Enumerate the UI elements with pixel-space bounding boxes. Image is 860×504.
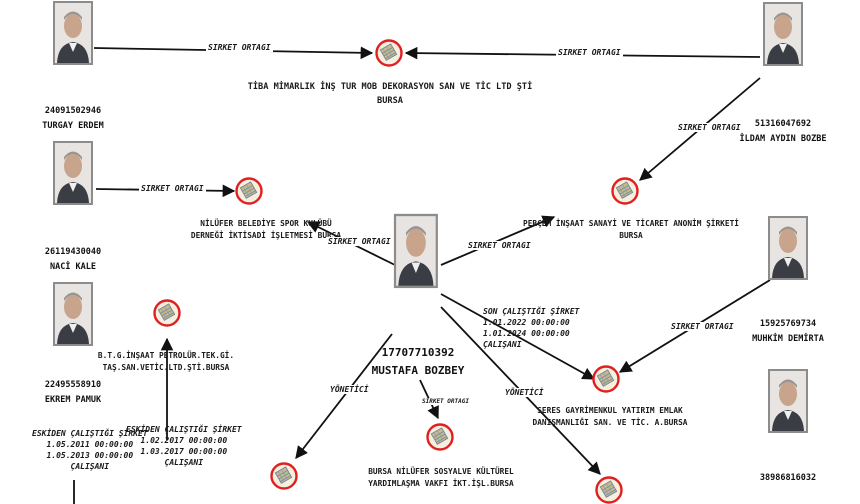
photo-muhkim[interactable] bbox=[768, 216, 808, 280]
company-icon-bottom-left[interactable] bbox=[270, 462, 298, 490]
edge-label-ildam-percem: SIRKET ORTAGI bbox=[676, 123, 743, 132]
edge-label-main-vakfi: SIRKET ORTAGI bbox=[420, 398, 471, 405]
person-id-naci: 26119430040 bbox=[44, 247, 102, 257]
company-icon-tiba[interactable] bbox=[375, 39, 403, 67]
edge-label-main-percem: SIRKET ORTAGI bbox=[466, 241, 533, 250]
photo-right-bottom[interactable] bbox=[768, 369, 808, 433]
edge-label-yonetici-right: YÖNETİCİ bbox=[503, 388, 546, 397]
person-name-ildam: İLDAM AYDIN BOZBE bbox=[739, 134, 827, 144]
edge-label-naci-nilufer: SIRKET ORTAGI bbox=[139, 184, 206, 193]
edge-main-yonetici-left bbox=[295, 333, 393, 459]
company-icon-btg[interactable] bbox=[153, 299, 181, 327]
photo-turgay[interactable] bbox=[53, 1, 93, 65]
edge-label-son-calistigi: SON ÇALIŞTIĞI ŞİRKET 1.01.2022 00:00:00 … bbox=[483, 307, 580, 349]
main-person-id: 17707710392 bbox=[381, 346, 455, 359]
company-icon-bottom-right[interactable] bbox=[595, 476, 623, 504]
edge-main-seres bbox=[440, 293, 596, 380]
company-icon-seres[interactable] bbox=[592, 365, 620, 393]
photo-ekrem[interactable] bbox=[53, 282, 93, 346]
person-id-ildam: 51316047692 bbox=[754, 119, 812, 129]
edge-label-muhkim-seres: SIRKET ORTAGI bbox=[669, 322, 736, 331]
edge-label-eskiden-btg: ESKİDEN ÇALIŞTIĞI ŞİRKET 1.02.2017 00:00… bbox=[126, 425, 242, 467]
company-label-nilufer-spor: NİLÜFER BELEDİYE SPOR KULÜBÜ DERNEĞİ İKT… bbox=[190, 219, 342, 240]
company-label-nilufer-vakfi: BURSA NİLÜFER SOSYALVE KÜLTÜREL YARDIMLA… bbox=[368, 467, 514, 488]
photo-ildam[interactable] bbox=[763, 2, 803, 66]
company-icon-nilufer-spor[interactable] bbox=[235, 177, 263, 205]
company-label-tiba: TİBA MİMARLIK İNŞ TUR MOB DEKORASYON SAN… bbox=[247, 82, 533, 106]
person-name-ekrem: EKREM PAMUK bbox=[44, 395, 102, 405]
person-name-muhkim: MUHKİM DEMİRTA bbox=[752, 334, 824, 344]
person-name-naci: NACİ KALE bbox=[49, 262, 97, 272]
main-person-name: MUSTAFA BOZBEY bbox=[371, 364, 465, 377]
person-name-turgay: TURGAY ERDEM bbox=[42, 121, 104, 131]
edge-label-turgay-tiba: SIRKET ORTAGI bbox=[206, 43, 273, 52]
edge-label-main-nilufer: SIRKET ORTAGI bbox=[326, 237, 393, 246]
photo-main[interactable] bbox=[393, 213, 438, 289]
company-label-btg: B.T.G.İNŞAAT PETROLÜR.TEK.Gİ. TAŞ.SAN.VE… bbox=[97, 351, 235, 372]
person-id-turgay: 24091502946 bbox=[44, 106, 102, 116]
person-id-ekrem: 22495558910 bbox=[44, 380, 102, 390]
company-label-percem: PERÇEM İNŞAAT SANAYİ VE TİCARET ANONİM Ş… bbox=[523, 219, 739, 240]
edge-label-ildam-tiba: SIRKET ORTAGI bbox=[556, 48, 623, 57]
edge-label-yonetici-left: YÖNETİCİ bbox=[328, 385, 371, 394]
photo-naci[interactable] bbox=[53, 141, 93, 205]
company-icon-nilufer-vakfi[interactable] bbox=[426, 423, 454, 451]
person-id-right-bottom: 38986816032 bbox=[759, 473, 817, 483]
company-label-seres: SERES GAYRİMENKUL YATIRIM EMLAK DANIŞMAN… bbox=[532, 406, 688, 427]
company-icon-percem[interactable] bbox=[611, 177, 639, 205]
person-id-muhkim: 15925769734 bbox=[759, 319, 817, 329]
edge-label-eskiden-left: ESKİDEN ÇALIŞTIĞI ŞİRKET 1.05.2011 00:00… bbox=[32, 429, 148, 471]
